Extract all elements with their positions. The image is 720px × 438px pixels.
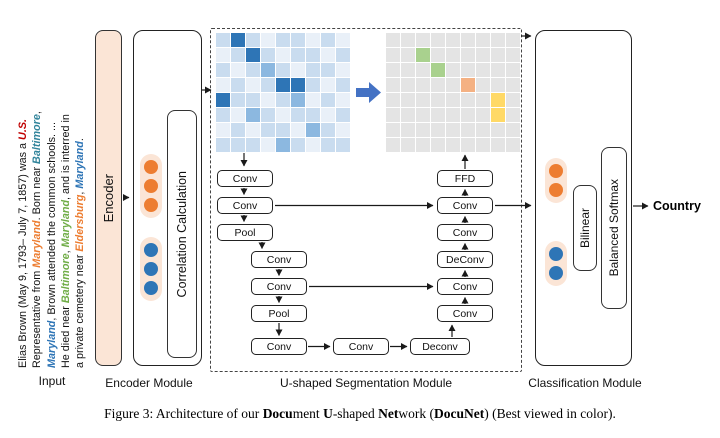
- conv-box-3: Conv: [251, 251, 307, 268]
- input-label: Input: [38, 374, 66, 388]
- head-entity-pair-embedding: [545, 158, 567, 203]
- entity-embedding-dot: [144, 160, 158, 174]
- ffd-box: FFD: [437, 170, 493, 187]
- conv-box-8: Conv: [437, 278, 493, 295]
- bilinear-box: Bilinear: [573, 185, 597, 271]
- entity-correlation-matrix-heatmap: [216, 33, 350, 152]
- conv-box-4: Conv: [251, 278, 307, 295]
- tail-entity-embeddings: [140, 237, 162, 301]
- correlation-calculation-label: Correlation Calculation: [175, 170, 189, 298]
- head-entity-embeddings: [140, 154, 162, 218]
- entity-embedding-dot: [144, 243, 158, 257]
- entity-embedding-dot: [144, 281, 158, 295]
- entity-embedding-dot: [144, 179, 158, 193]
- input-document-text: Elias Brown (May 9, 1793– July 7, 1857) …: [17, 111, 87, 368]
- tail-entity-pair-embedding: [545, 241, 567, 286]
- segmented-output-matrix-heatmap: [386, 33, 520, 152]
- conv-box-10: Conv: [437, 197, 493, 214]
- conv-box-2: Conv: [217, 197, 273, 214]
- segmentation-module-label: U-shaped Segmentation Module: [279, 376, 453, 390]
- encoder-box: Encoder: [95, 30, 122, 366]
- entity-embedding-dot: [549, 247, 563, 261]
- balanced-softmax-box: Balanced Softmax: [601, 147, 627, 309]
- figure-caption: Figure 3: Architecture of our Document U…: [104, 406, 616, 421]
- entity-embedding-dot: [144, 262, 158, 276]
- deconv-box-1: Deconv: [410, 338, 470, 355]
- entity-embedding-dot: [144, 198, 158, 212]
- conv-box-6: Conv: [333, 338, 389, 355]
- entity-embedding-dot: [549, 183, 563, 197]
- bilinear-label: Bilinear: [578, 207, 592, 249]
- correlation-calculation-box: Correlation Calculation: [167, 110, 197, 358]
- output-relation-label: Country: [653, 199, 701, 213]
- encoder-label: Encoder: [101, 173, 116, 223]
- entity-embedding-dot: [549, 266, 563, 280]
- conv-box-5: Conv: [251, 338, 307, 355]
- conv-box-9: Conv: [437, 224, 493, 241]
- encoder-module-label: Encoder Module: [105, 376, 193, 390]
- classification-module-label: Classification Module: [528, 376, 642, 390]
- deconv-box-2: DeConv: [437, 251, 493, 268]
- pool-box-1: Pool: [217, 224, 273, 241]
- balanced-softmax-label: Balanced Softmax: [607, 179, 621, 277]
- entity-embedding-dot: [549, 164, 563, 178]
- conv-box-1: Conv: [217, 170, 273, 187]
- conv-box-7: Conv: [437, 305, 493, 322]
- pool-box-2: Pool: [251, 305, 307, 322]
